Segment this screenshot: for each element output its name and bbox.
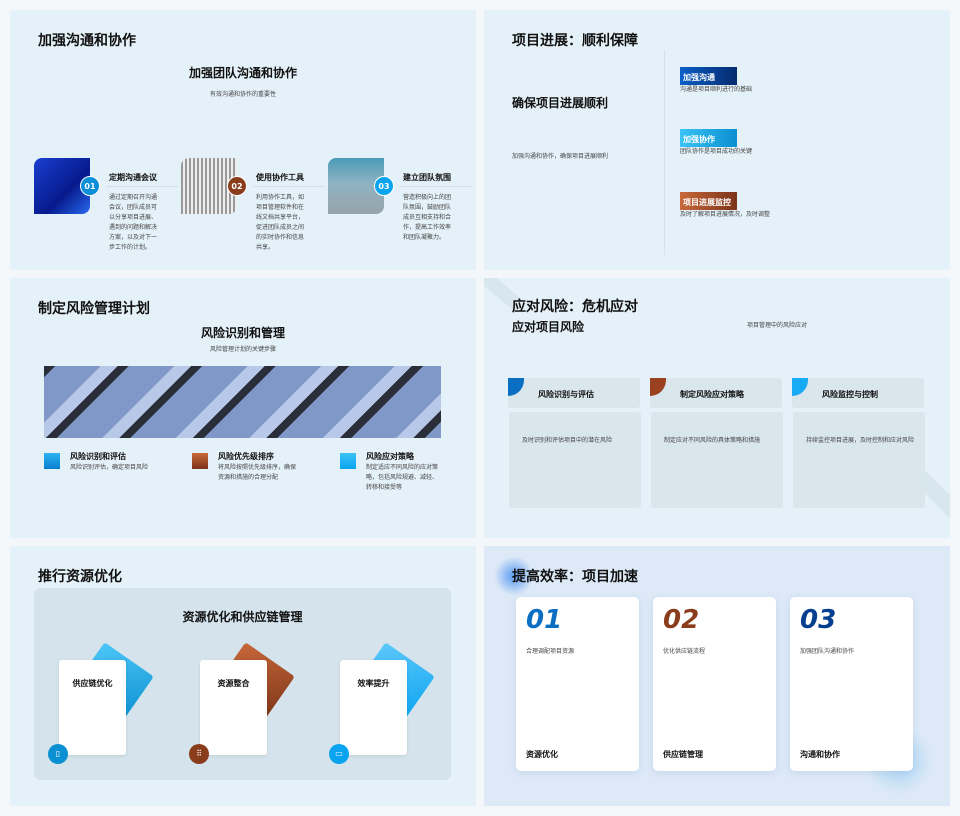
tag-monitoring: 项目进展监控: [680, 192, 737, 210]
number-card: 02 优化供应链流程 供应链管理: [653, 597, 776, 771]
slide-heading: 确保项目进展顺利: [512, 96, 609, 110]
card-title: 风险监控与控制: [822, 390, 878, 399]
card-number: 03: [800, 605, 837, 635]
item-title: 定期沟通会议: [109, 173, 157, 182]
item-title: 建立团队氛围: [403, 173, 451, 182]
leaf-icon: [650, 378, 666, 396]
item-title: 风险优先级排序: [218, 452, 274, 461]
slide-desc: 加强沟通和协作，确保项目进展顺利: [512, 153, 609, 160]
item-title: 风险识别和评估: [70, 452, 126, 461]
divider: [106, 186, 178, 187]
slide-progress[interactable]: 项目进展：顺利保障 确保项目进展顺利 加强沟通和协作，确保项目进展顺利 加强沟通…: [484, 10, 950, 270]
slide-title: 加强沟通和协作: [38, 33, 136, 49]
card-header: 风险监控与控制: [792, 378, 924, 408]
gear-icon: [192, 453, 208, 469]
number-card: 03 加强团队沟通和协作 沟通和协作: [790, 597, 913, 771]
card-label: 沟通和协作: [800, 750, 840, 759]
step-badge: 03: [374, 176, 394, 196]
item-desc: 风险识别评估，确定项目风险: [70, 464, 149, 471]
tag-desc: 及时了解项目进展情况，及时调整: [680, 211, 771, 218]
card-title: 资源整合: [217, 679, 250, 688]
slide-resource-optimization[interactable]: 推行资源优化 资源优化和供应链管理 供应链优化 ▯ 资源整合 ⠿ 效率提升 ▭: [10, 546, 476, 806]
tag-desc: 沟通是项目顺利进行的基础: [680, 86, 753, 93]
card-desc: 及时识别和评估项目中的潜在风险: [522, 437, 613, 444]
card-title: 供应链优化: [72, 679, 113, 688]
slide-subtitle: 风险识别和管理: [200, 326, 285, 340]
slide-efficiency[interactable]: 提高效率：项目加速 01 合理调配项目资源 资源优化 02 优化供应链流程 供应…: [484, 546, 950, 806]
slide-caption: 风险管理计划的关键步骤: [209, 346, 276, 353]
step-badge: 01: [80, 176, 100, 196]
tag-communication: 加强沟通: [680, 67, 737, 85]
content-panel: 资源优化和供应链管理 供应链优化 ▯ 资源整合 ⠿ 效率提升 ▭: [34, 588, 451, 780]
slide-communication[interactable]: 加强沟通和协作 加强团队沟通和协作 有效沟通和协作的重要性 01 定期沟通会议 …: [10, 10, 476, 270]
card: 效率提升: [340, 660, 407, 755]
image-icon: ▭: [329, 744, 349, 764]
card: 供应链优化: [59, 660, 126, 755]
leaf-icon: [508, 378, 524, 396]
card-title: 效率提升: [357, 679, 390, 688]
divider: [253, 186, 325, 187]
panel-title: 资源优化和供应链管理: [182, 610, 303, 624]
item-desc: 通过定期召开沟通会议，团队成员可以分享项目进展、遇到的问题和解决方案，以及对下一…: [109, 194, 158, 251]
card-label: 供应链管理: [663, 750, 703, 759]
slide-subtitle: 应对项目风险: [512, 320, 585, 334]
inbox-icon: [340, 453, 356, 469]
slide-title: 提高效率：项目加速: [512, 569, 638, 585]
leaf-icon: [792, 378, 808, 396]
card-number: 01: [526, 605, 563, 635]
card-title: 制定风险应对策略: [680, 390, 744, 399]
org-chart-icon: ⠿: [189, 744, 209, 764]
item-desc: 将风险按照优先级排序，确保资源和措施的合理分配: [218, 464, 297, 481]
slide-risk-plan[interactable]: 制定风险管理计划 风险识别和管理 风险管理计划的关键步骤 风险识别和评估 风险识…: [10, 278, 476, 538]
card-title: 风险识别与评估: [538, 390, 594, 399]
item-title: 使用协作工具: [256, 173, 304, 182]
tag-desc: 团队协作是项目成功的关键: [680, 148, 753, 155]
tag-collaboration: 加强协作: [680, 129, 737, 147]
slide-title: 推行资源优化: [38, 569, 122, 585]
slide-subtitle: 加强团队沟通和协作: [188, 66, 297, 80]
item-desc: 利用协作工具，如项目管理软件和在线文档共享平台，促进团队成员之间的实时协作和信息…: [256, 194, 305, 251]
card-body: 及时识别和评估项目中的潜在风险: [509, 412, 641, 508]
item-desc: 制定适应不同风险的应对策略，包括风险规避、减轻、转移和接受等: [366, 464, 439, 491]
card-desc: 持续监控项目进展，及时控制和应对风险: [806, 437, 915, 444]
document-icon: ▯: [48, 744, 68, 764]
number-card: 01 合理调配项目资源 资源优化: [516, 597, 639, 771]
step-badge: 02: [227, 176, 247, 196]
slide-title: 项目进展：顺利保障: [512, 33, 638, 49]
card-desc: 制定应对不同风险的具体策略和措施: [664, 437, 761, 444]
slide-title: 应对风险：危机应对: [512, 299, 638, 315]
card-desc: 合理调配项目资源: [526, 648, 575, 655]
slide-title: 制定风险管理计划: [38, 301, 150, 317]
item-title: 风险应对策略: [366, 452, 414, 461]
slide-caption: 项目管理中的风险应对: [747, 322, 808, 329]
card-header: 风险识别与评估: [508, 378, 640, 408]
slide-risk-response[interactable]: 应对风险：危机应对 应对项目风险 项目管理中的风险应对 风险识别与评估 及时识别…: [484, 278, 950, 538]
building-banner-image: [44, 366, 441, 438]
divider: [400, 186, 472, 187]
card-header: 制定风险应对策略: [650, 378, 782, 408]
card-desc: 优化供应链流程: [663, 648, 706, 655]
card-body: 制定应对不同风险的具体策略和措施: [651, 412, 783, 508]
card-body: 持续监控项目进展，及时控制和应对风险: [793, 412, 925, 508]
divider: [664, 50, 665, 255]
image-icon: [44, 453, 60, 469]
slide-caption: 有效沟通和协作的重要性: [209, 91, 276, 98]
decor-glow: [494, 556, 534, 596]
card-number: 02: [663, 605, 700, 635]
card-desc: 加强团队沟通和协作: [800, 648, 855, 655]
card-label: 资源优化: [526, 750, 558, 759]
card: 资源整合: [200, 660, 267, 755]
item-desc: 营造积极向上的团队氛围，鼓励团队成员互相支持和合作，提高工作效率和团队凝聚力。: [403, 194, 452, 241]
